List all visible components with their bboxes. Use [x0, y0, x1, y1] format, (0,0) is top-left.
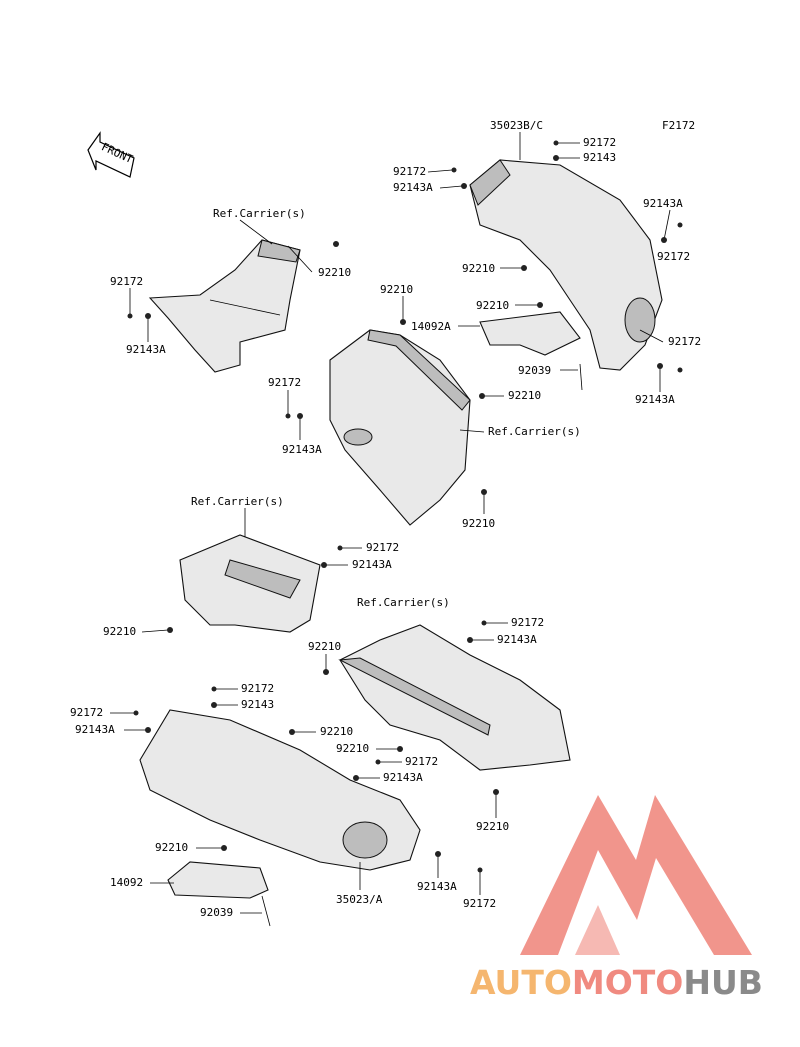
label-92143: 92143 [583, 151, 616, 164]
label-92172: 92172 [583, 136, 616, 149]
part-upper-left-bracket [148, 239, 301, 373]
label-92143a: 92143A [352, 558, 392, 571]
watermark-auto: AUTO [470, 963, 572, 1002]
label-92143a: 92143A [635, 393, 675, 406]
label-92210: 92210 [476, 299, 509, 312]
label-92143a: 92143A [126, 343, 166, 356]
label-92143a: 92143A [393, 181, 433, 194]
part-rear-fender-right [469, 159, 663, 391]
label-92210: 92210 [380, 283, 413, 296]
watermark-text: AUTOMOTOHUB [470, 963, 763, 1002]
watermark-hub: HUB [683, 963, 763, 1002]
label-14092a: 14092A [411, 320, 451, 333]
label-92143a: 92143A [383, 771, 423, 784]
watermark-logo [520, 795, 752, 955]
label-92172: 92172 [241, 682, 274, 695]
label-92143: 92143 [241, 698, 274, 711]
label-92210: 92210 [336, 742, 369, 755]
label-92172: 92172 [393, 165, 426, 178]
ref-carrier-label: Ref.Carrier(s) [488, 425, 581, 438]
watermark-moto: MOTO [572, 963, 683, 1002]
label-35023bc: 35023B/C [490, 119, 543, 132]
label-92172: 92172 [268, 376, 301, 389]
front-arrow-icon: FRONT [87, 131, 135, 178]
label-92210: 92210 [508, 389, 541, 402]
label-92210: 92210 [155, 841, 188, 854]
part-middle-left-panel [179, 534, 321, 633]
ref-carrier-label: Ref.Carrier(s) [191, 495, 284, 508]
label-92210: 92210 [320, 725, 353, 738]
label-92143a: 92143A [497, 633, 537, 646]
label-92210: 92210 [103, 625, 136, 638]
label-92143a: 92143A [75, 723, 115, 736]
figure-code: F2172 [662, 119, 695, 132]
label-92210: 92210 [462, 262, 495, 275]
label-92172: 92172 [511, 616, 544, 629]
label-92143a: 92143A [282, 443, 322, 456]
label-92039: 92039 [518, 364, 551, 377]
label-92172: 92172 [657, 250, 690, 263]
label-92039: 92039 [200, 906, 233, 919]
ref-carrier-label: Ref.Carrier(s) [213, 207, 306, 220]
label-92172: 92172 [70, 706, 103, 719]
label-92210: 92210 [318, 266, 351, 279]
part-rear-fender-left [139, 709, 421, 927]
part-middle-right-carrier [338, 624, 571, 771]
leader-lines [110, 142, 671, 914]
label-92172: 92172 [366, 541, 399, 554]
label-92172: 92172 [405, 755, 438, 768]
label-92172: 92172 [668, 335, 701, 348]
label-92172: 92172 [463, 897, 496, 910]
label-92210: 92210 [308, 640, 341, 653]
label-35023a: 35023/A [336, 893, 383, 906]
label-92210: 92210 [462, 517, 495, 530]
part-center-carrier [329, 329, 471, 526]
label-92172: 92172 [110, 275, 143, 288]
label-92210: 92210 [476, 820, 509, 833]
ref-carrier-label: Ref.Carrier(s) [357, 596, 450, 609]
label-14092: 14092 [110, 876, 143, 889]
label-92143a: 92143A [417, 880, 457, 893]
fasteners [127, 140, 683, 873]
label-92143a: 92143A [643, 197, 683, 210]
